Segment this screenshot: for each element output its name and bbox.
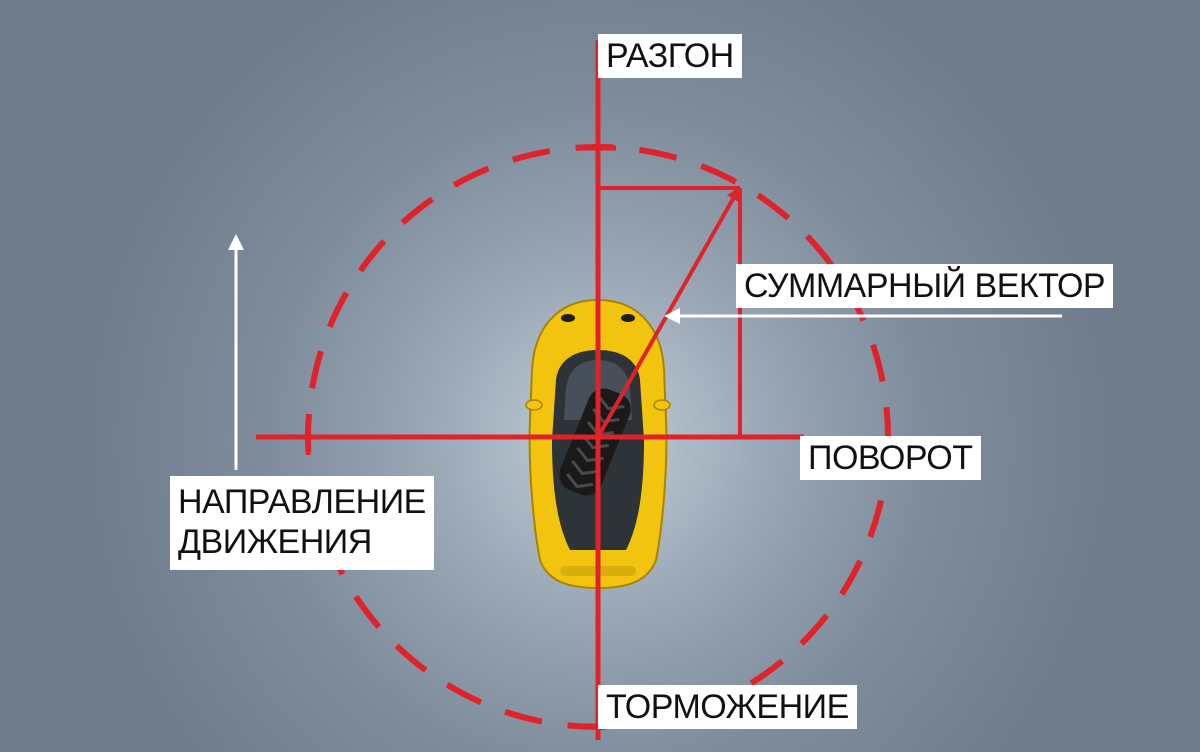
direction-of-travel-label: НАПРАВЛЕНИЕ ДВИЖЕНИЯ <box>170 476 434 571</box>
turn-label: ПОВОРОТ <box>800 436 981 481</box>
braking-label: ТОРМОЖЕНИЕ <box>598 685 857 730</box>
acceleration-label: РАЗГОН <box>598 34 742 79</box>
direction-label-line1: НАПРАВЛЕНИЕ <box>178 483 426 521</box>
direction-label-line2: ДВИЖЕНИЯ <box>178 523 372 562</box>
total-vector-label: СУММАРНЫЙ ВЕКТОР <box>736 264 1114 309</box>
